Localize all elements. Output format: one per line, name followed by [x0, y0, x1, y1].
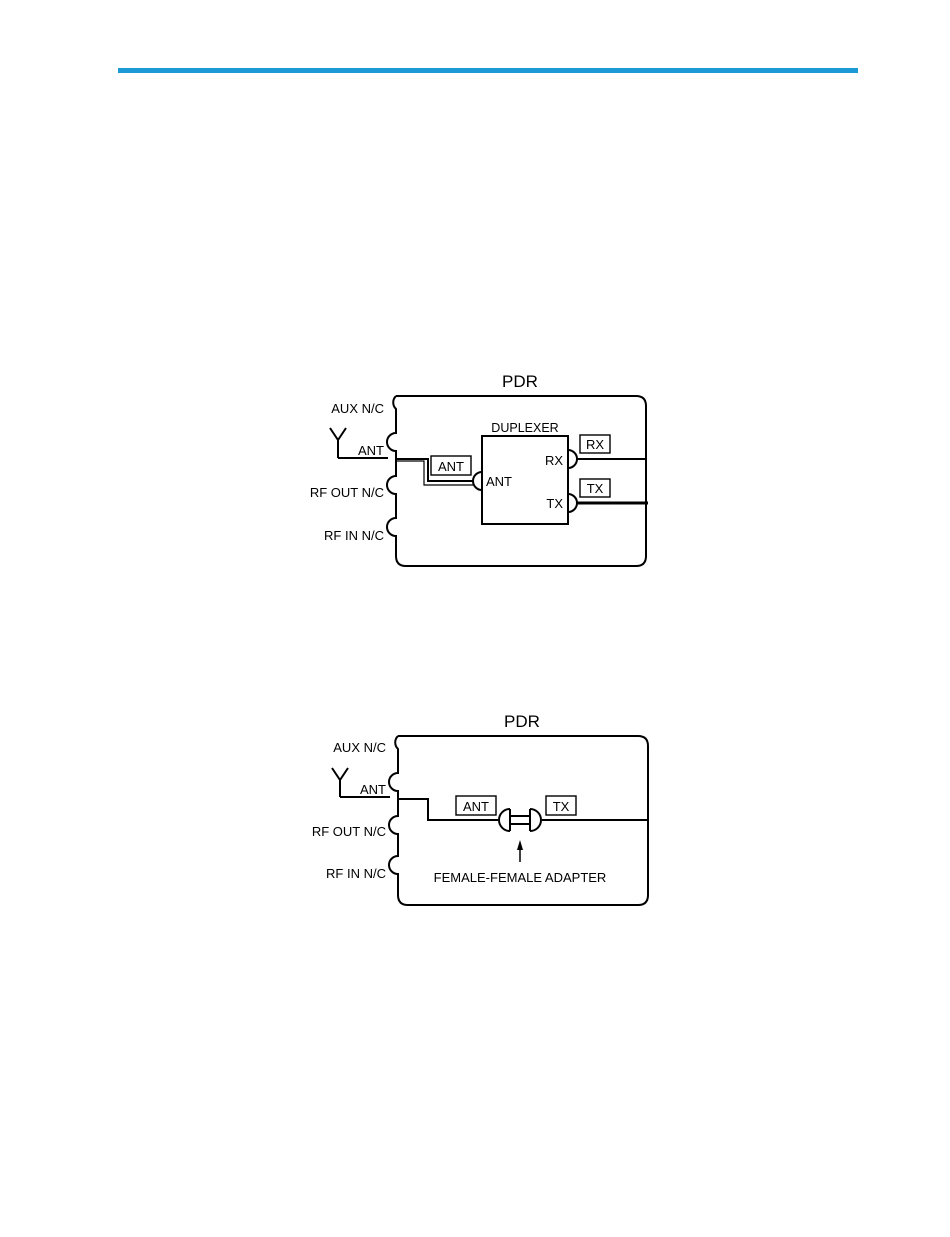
duplexer-ant-label: ANT [486, 474, 512, 489]
adapter-label: FEMALE-FEMALE ADAPTER [434, 870, 607, 885]
tag-ant: ANT [463, 799, 489, 814]
port-label-aux: AUX N/C [333, 740, 386, 755]
duplexer-rx-label: RX [545, 453, 563, 468]
tag-rx: RX [586, 437, 604, 452]
port-label-rf-out: RF OUT N/C [310, 485, 384, 500]
adapter-icon [499, 809, 541, 831]
duplexer-ant-port [473, 472, 482, 490]
port-label-aux: AUX N/C [331, 401, 384, 416]
duplexer-rx-port [568, 450, 577, 468]
port-label-ant: ANT [358, 443, 384, 458]
pdr-title: PDR [504, 712, 540, 731]
pdr-title: PDR [502, 372, 538, 391]
header-rule [118, 68, 858, 73]
port-label-rf-out: RF OUT N/C [312, 824, 386, 839]
adapter-pointer-arrow [517, 840, 523, 850]
port-label-rf-in: RF IN N/C [324, 528, 384, 543]
tag-ant: ANT [438, 459, 464, 474]
duplexer-tx-port [568, 494, 577, 512]
tag-tx: TX [587, 481, 604, 496]
pdr-duplexer-diagram: PDR AUX N/C ANT RF OUT N/C RF IN N/C DUP… [0, 360, 950, 580]
tag-tx: TX [553, 799, 570, 814]
port-label-rf-in: RF IN N/C [326, 866, 386, 881]
duplexer-tx-label: TX [546, 496, 563, 511]
pdr-adapter-diagram: PDR AUX N/C ANT RF OUT N/C RF IN N/C ANT… [0, 700, 950, 915]
duplexer-title: DUPLEXER [491, 421, 558, 435]
port-label-ant: ANT [360, 782, 386, 797]
